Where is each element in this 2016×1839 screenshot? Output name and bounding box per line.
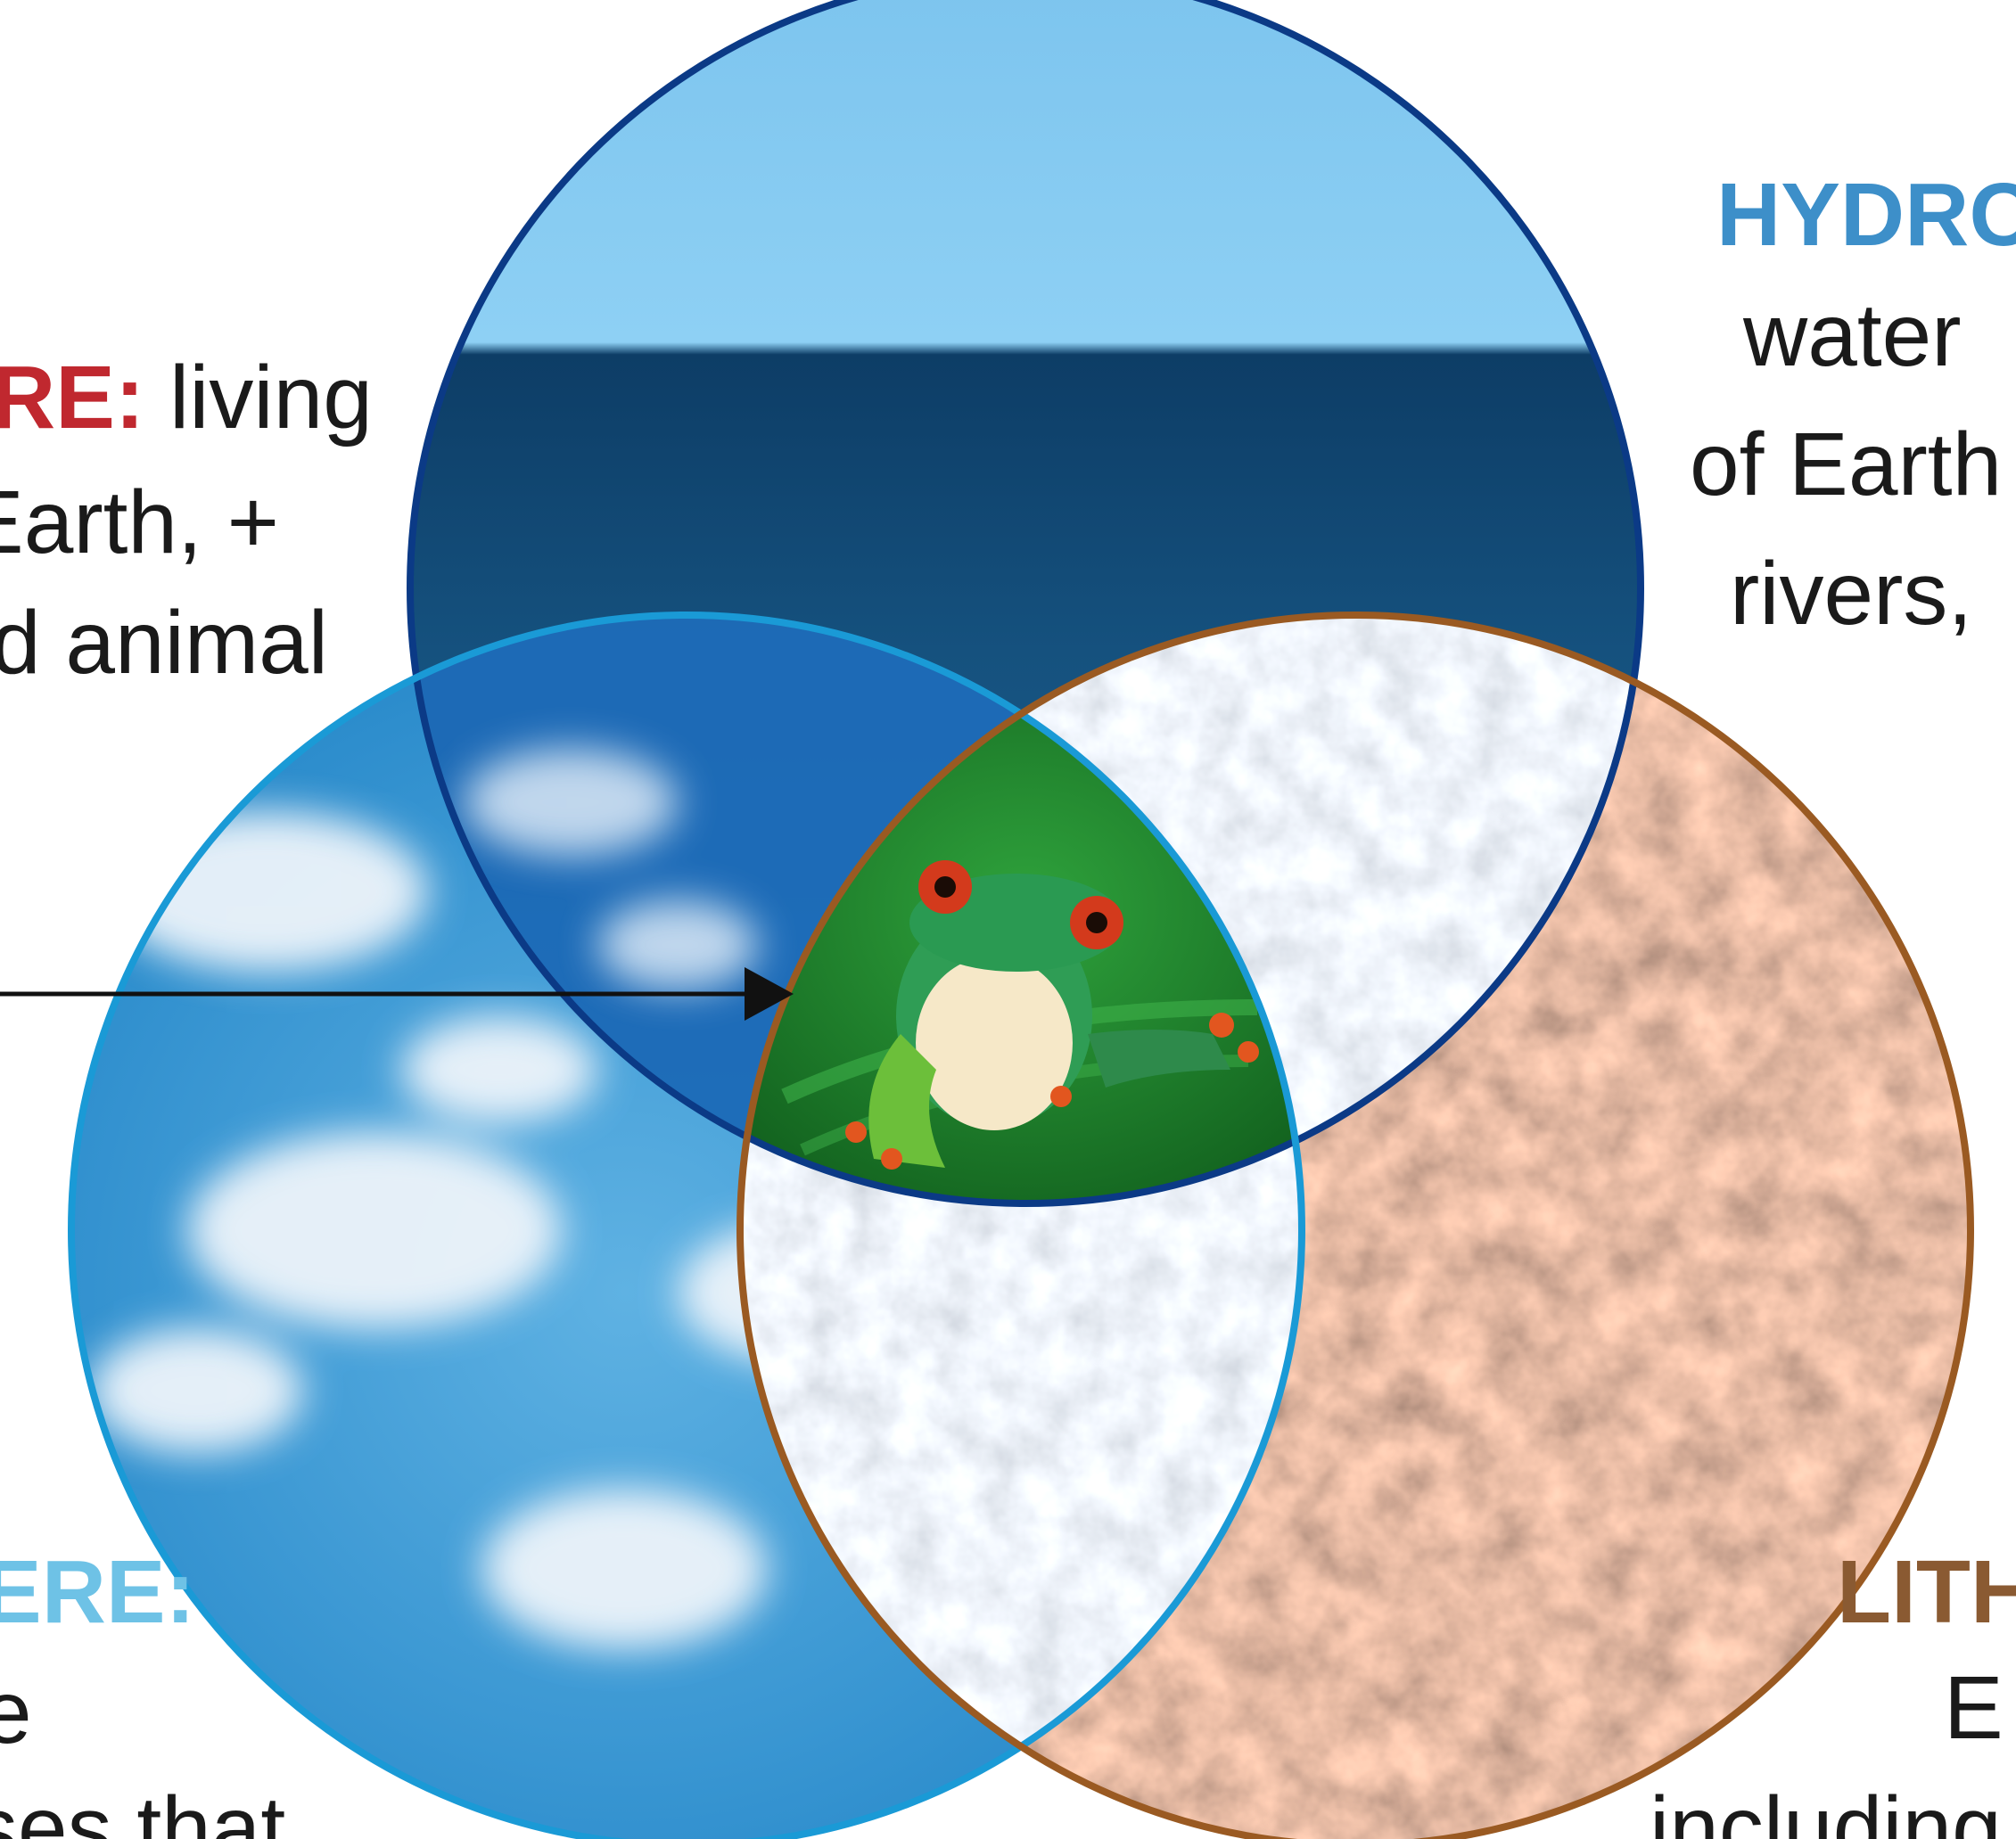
atmosphere-line-2: ses that <box>0 1778 285 1839</box>
hydrosphere-outline <box>407 0 1644 1207</box>
atmosphere-outline <box>68 612 1305 1839</box>
lithosphere-heading: LITH <box>1837 1542 2016 1642</box>
lithosphere-label: LITH E including <box>1650 1542 2016 1839</box>
hydrosphere-line-1: water <box>1742 285 1962 385</box>
atmosphere-line-1: e <box>0 1662 32 1762</box>
lithosphere-line-1: E <box>1944 1658 2004 1758</box>
lithosphere-outline <box>736 612 1974 1839</box>
hydrosphere-line-3: rivers, <box>1730 544 1972 644</box>
hydrosphere-line-2: of Earth <box>1690 415 2002 514</box>
biosphere-line-2: d animal <box>0 593 328 693</box>
biosphere-heading-rest: living <box>144 348 373 447</box>
arrow-icon <box>0 967 794 1021</box>
biosphere-label: RE: living Earth, + d animal <box>0 348 373 693</box>
atmosphere-heading: ERE: <box>0 1542 195 1642</box>
lithosphere-line-2: including <box>1650 1778 2002 1839</box>
atmosphere-label: ERE: e ses that <box>0 1542 285 1839</box>
biosphere-heading-line: RE: living <box>0 348 373 447</box>
biosphere-line-1: Earth, + <box>0 472 279 572</box>
biosphere-center <box>740 695 1302 1203</box>
frog-icon <box>781 860 1259 1170</box>
hydrosphere-label: HYDRO water of Earth rivers, <box>1690 165 2016 644</box>
hydrosphere-heading: HYDRO <box>1716 165 2016 265</box>
biosphere-heading: RE: <box>0 348 144 447</box>
